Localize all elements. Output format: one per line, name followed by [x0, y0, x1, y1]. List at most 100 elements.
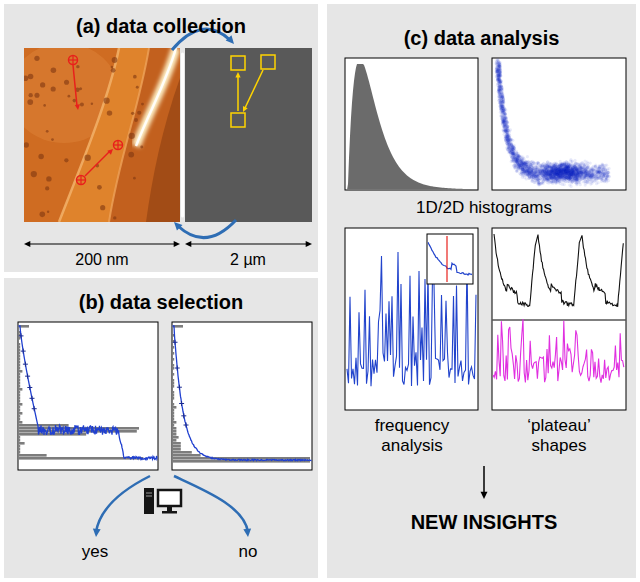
- histogram-bar: [173, 415, 175, 418]
- histogram-bar: [19, 370, 23, 373]
- density-dot: [503, 109, 506, 112]
- afm-pit: [112, 57, 118, 63]
- histogram-bar: [19, 355, 21, 358]
- zoom-separator: [181, 54, 184, 216]
- arrow-head: [107, 149, 113, 155]
- trace-plot-frame: [172, 322, 312, 470]
- panel-title: (b) data selection: [4, 290, 318, 314]
- afm-step-edge: [59, 48, 119, 222]
- histogram-bar: [19, 337, 21, 340]
- histogram-bar: [19, 442, 25, 445]
- density-dot: [500, 89, 503, 92]
- density-dot: [537, 181, 540, 184]
- afm-pit: [34, 56, 39, 61]
- density-dot: [515, 170, 518, 173]
- histogram-bar: [173, 430, 177, 433]
- tip-move-arrow: [73, 65, 77, 106]
- histogram-bar: [173, 418, 175, 421]
- histogram-bar: [19, 424, 69, 427]
- afm-pit: [27, 99, 33, 105]
- histogram-bar: [173, 379, 175, 382]
- arrow-head: [75, 104, 80, 110]
- computer-monitor: [167, 507, 172, 511]
- histogram-bar: [173, 385, 175, 388]
- data-marker: [175, 340, 176, 345]
- tip-marker: [77, 176, 86, 185]
- computer-tower: [144, 488, 154, 514]
- density-dot: [552, 174, 555, 177]
- histogram-bar: [19, 358, 21, 361]
- afm-pit: [51, 86, 56, 91]
- histogram-bar: [173, 373, 175, 376]
- histogram-bar: [19, 418, 21, 421]
- histogram-bar: [19, 412, 23, 415]
- histogram-bar: [173, 427, 177, 430]
- histogram-bar: [173, 358, 175, 361]
- histogram-bar: [173, 436, 179, 439]
- afm-pit: [133, 75, 137, 79]
- computer-monitor: [162, 511, 177, 514]
- afm-pit: [103, 98, 109, 104]
- histogram-bar: [19, 445, 21, 448]
- tip-move-arrow: [85, 151, 110, 176]
- afm-pit: [24, 75, 28, 81]
- afm-pit: [51, 67, 57, 73]
- density-dot: [501, 128, 504, 131]
- data-marker: [179, 385, 180, 390]
- dimension-line: [189, 244, 308, 245]
- computer-tower: [146, 496, 152, 497]
- afm-pit: [107, 110, 112, 115]
- afm-pit: [137, 111, 141, 115]
- histogram-bar: [19, 367, 21, 370]
- histogram-bar: [19, 343, 21, 346]
- histogram-bar: [19, 415, 21, 418]
- afm-pit: [38, 154, 43, 159]
- arrow-head: [235, 72, 240, 77]
- histogram-bar: [19, 439, 21, 442]
- arrow-head: [24, 241, 30, 247]
- histogram-bar: [173, 367, 175, 370]
- trace-plot: [19, 325, 158, 460]
- density-dot: [567, 175, 570, 178]
- density-dot: [519, 164, 522, 167]
- afm-pit: [134, 118, 138, 122]
- scan-area-square: [231, 113, 245, 127]
- histogram-bar: [19, 346, 21, 349]
- panel-title: (a) data collection: [4, 14, 318, 38]
- histogram-bar: [173, 364, 175, 367]
- afm-pit: [131, 112, 134, 115]
- histogram-bar: [173, 346, 175, 349]
- histogram-bar: [19, 394, 21, 397]
- density-dot: [502, 101, 505, 104]
- data-marker: [183, 413, 184, 418]
- histogram-bar: [173, 448, 181, 451]
- afm-pit: [97, 185, 102, 190]
- data-marker: [27, 374, 28, 379]
- trace-line: [173, 326, 312, 461]
- afm-pit: [64, 158, 68, 162]
- zoom-arrow: [178, 220, 236, 238]
- density-dot: [502, 112, 505, 115]
- afm-pit: [141, 103, 144, 106]
- afm-pit: [100, 205, 105, 210]
- arrow-head: [243, 529, 251, 537]
- trace-line: [19, 326, 158, 459]
- afm-pit: [129, 133, 135, 139]
- afm-pit: [29, 93, 33, 97]
- panel-art: [327, 4, 636, 578]
- data-marker: [21, 333, 22, 338]
- histogram-bar: [19, 400, 21, 403]
- histogram-bar: [19, 403, 23, 406]
- density-dot: [510, 143, 513, 146]
- histogram-bar: [173, 412, 175, 415]
- histogram-bar: [173, 403, 175, 406]
- histogram-bar: [19, 382, 21, 385]
- afm-ridge: [136, 48, 176, 146]
- histogram-bar: [19, 379, 21, 382]
- histogram-bar: [173, 352, 175, 355]
- histogram-bar: [19, 436, 21, 439]
- afm-pit: [43, 104, 46, 107]
- histogram-bar: [19, 352, 21, 355]
- data-marker: [25, 362, 26, 367]
